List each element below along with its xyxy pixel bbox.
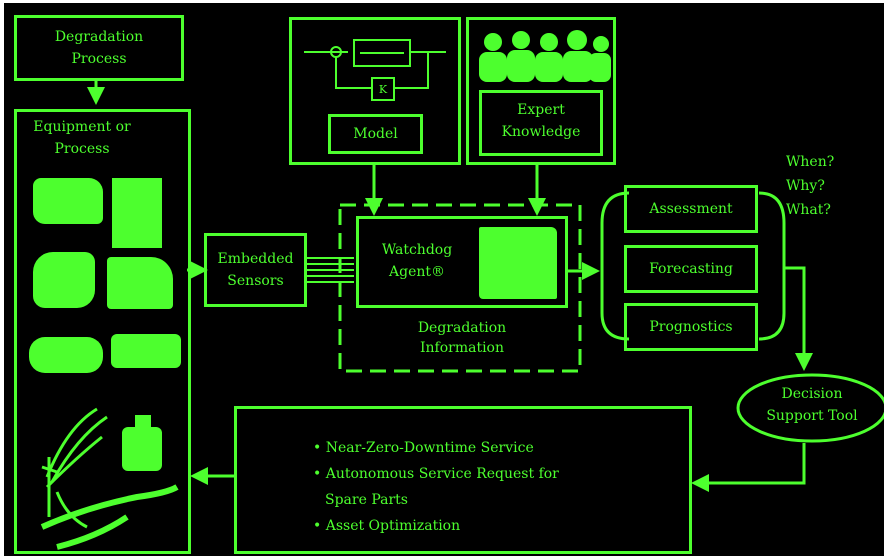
degradation-process-box: Degradation Process bbox=[14, 15, 184, 81]
arrow-analysis-to-decision bbox=[784, 266, 813, 371]
degradation-process-line1: Degradation bbox=[54, 29, 144, 45]
sensor-signal-lines bbox=[304, 257, 354, 283]
embedded-sensors-line1: Embedded bbox=[217, 251, 294, 267]
watchdog-line1: Watchdog bbox=[381, 242, 453, 258]
degradation-info-line1: Degradation bbox=[417, 320, 507, 336]
watchdog-agent-box: Watchdog Agent® bbox=[356, 216, 568, 308]
outcome-item: • Asset Optimization bbox=[313, 518, 461, 534]
prognostics-label: Prognostics bbox=[649, 319, 733, 335]
assessment-label: Assessment bbox=[649, 201, 733, 217]
expert-knowledge-box: Expert Knowledge bbox=[479, 90, 603, 156]
decision-ellipse bbox=[736, 373, 884, 443]
outcome-item: • Near-Zero-Downtime Service bbox=[313, 440, 534, 456]
expert-knowledge-line2: Knowledge bbox=[501, 124, 581, 140]
machine-image-5 bbox=[29, 337, 103, 373]
degradation-process-line2: Process bbox=[71, 51, 127, 67]
expert-knowledge-line1: Expert bbox=[517, 102, 565, 118]
degradation-info-line2: Information bbox=[419, 340, 505, 356]
model-label: Model bbox=[353, 126, 398, 142]
forecasting-label: Forecasting bbox=[649, 261, 733, 277]
machine-image-2 bbox=[112, 178, 162, 248]
gain-block-label: K bbox=[378, 83, 388, 96]
machine-image-6 bbox=[111, 334, 181, 368]
equipment-box: Equipment or Process bbox=[14, 109, 191, 554]
embedded-sensors-box: Embedded Sensors bbox=[204, 233, 307, 307]
analysis-bracket-right bbox=[758, 191, 786, 341]
embedded-sensors-line2: Sensors bbox=[227, 273, 284, 289]
outcomes-list: • Near-Zero-Downtime Service • Autonomou… bbox=[313, 435, 559, 539]
degradation-info-dashed-box bbox=[338, 203, 582, 373]
model-panel: K Model bbox=[289, 17, 461, 165]
arrow-decision-to-outcomes bbox=[691, 443, 806, 492]
people-icon bbox=[479, 30, 611, 82]
prognostics-box: Prognostics bbox=[624, 303, 758, 351]
watchdog-line2: Agent® bbox=[389, 264, 445, 280]
question-when: When? bbox=[786, 154, 835, 170]
forecasting-box: Forecasting bbox=[624, 245, 758, 293]
equipment-line2: Process bbox=[54, 141, 110, 157]
expert-panel: Expert Knowledge bbox=[466, 17, 616, 165]
decision-line2: Support Tool bbox=[766, 408, 858, 424]
control-block-diagram bbox=[304, 39, 446, 101]
machine-image-4 bbox=[107, 257, 173, 309]
diagram-canvas: Degradation Process Equipment or Process bbox=[4, 3, 884, 556]
connector-layer bbox=[87, 81, 884, 492]
assessment-box: Assessment bbox=[624, 185, 758, 233]
analysis-bracket-left bbox=[600, 191, 630, 341]
equipment-line1: Equipment or bbox=[33, 119, 131, 135]
question-what: What? bbox=[786, 202, 831, 218]
decision-line1: Decision bbox=[781, 386, 843, 402]
model-box: Model bbox=[328, 114, 423, 154]
machine-image-cables bbox=[40, 407, 179, 550]
outcome-item: Spare Parts bbox=[325, 492, 408, 508]
question-why: Why? bbox=[786, 178, 825, 194]
machine-image-3 bbox=[33, 252, 95, 308]
machine-image-1 bbox=[33, 178, 103, 224]
watchdog-device-image bbox=[479, 227, 557, 299]
outcome-item: • Autonomous Service Request for bbox=[313, 466, 559, 482]
outcomes-box: • Near-Zero-Downtime Service • Autonomou… bbox=[234, 406, 692, 554]
